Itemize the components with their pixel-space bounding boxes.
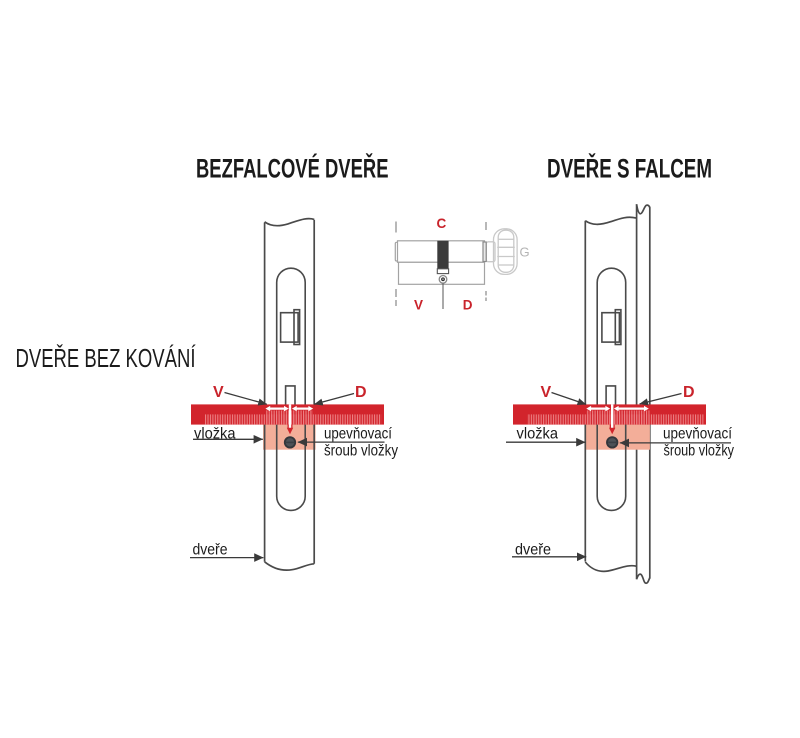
svg-text:V: V xyxy=(414,297,423,312)
svg-text:vložka: vložka xyxy=(517,425,559,442)
svg-text:DVEŘE S FALCEM: DVEŘE S FALCEM xyxy=(547,152,712,183)
svg-text:C: C xyxy=(437,216,447,231)
svg-text:D: D xyxy=(463,297,473,312)
svg-text:dveře: dveře xyxy=(515,542,551,559)
svg-text:šroub vložky: šroub vložky xyxy=(324,442,398,459)
svg-text:D: D xyxy=(683,384,695,401)
svg-text:V: V xyxy=(213,384,224,401)
svg-text:upevňovací: upevňovací xyxy=(663,425,732,442)
svg-text:DVEŘE BEZ KOVÁNÍ: DVEŘE BEZ KOVÁNÍ xyxy=(16,343,197,373)
svg-text:dveře: dveře xyxy=(193,542,228,559)
svg-text:šroub vložky: šroub vložky xyxy=(664,442,735,459)
svg-text:D: D xyxy=(355,384,367,401)
svg-text:G: G xyxy=(520,245,530,260)
svg-text:vložka: vložka xyxy=(194,425,236,442)
svg-text:upevňovací: upevňovací xyxy=(324,425,392,442)
svg-text:BEZFALCOVÉ DVEŘE: BEZFALCOVÉ DVEŘE xyxy=(196,152,389,183)
svg-text:V: V xyxy=(541,384,552,401)
